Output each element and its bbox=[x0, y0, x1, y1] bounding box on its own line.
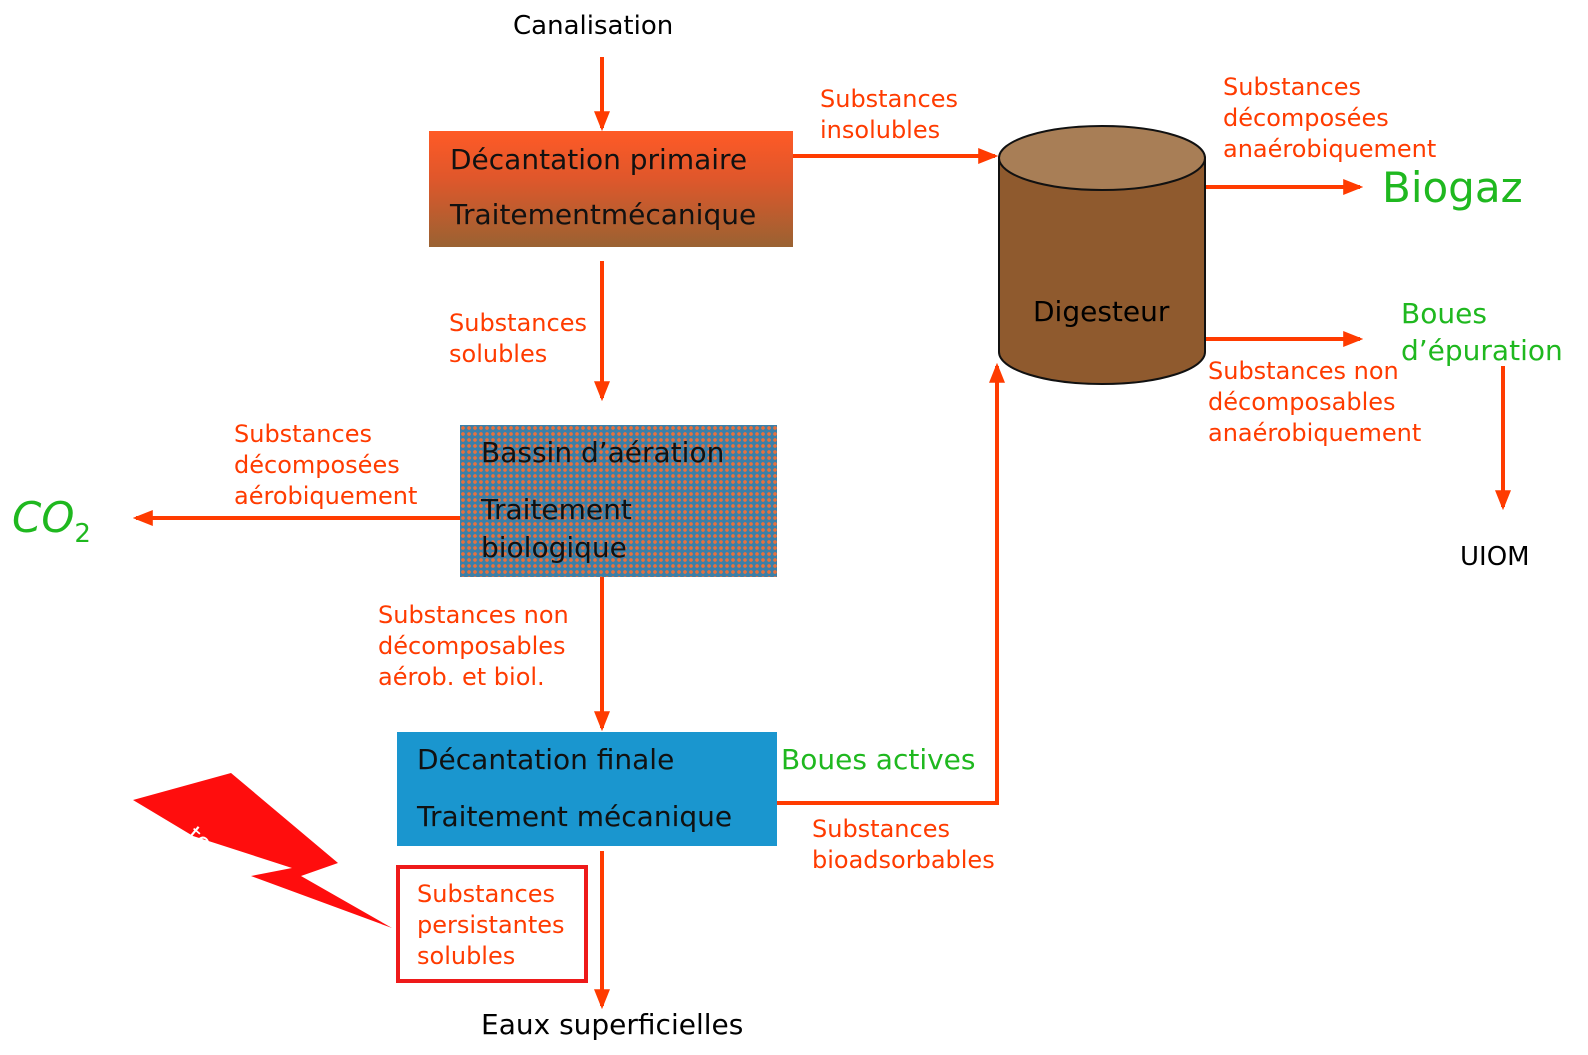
primary-settling-box: Décantation primaire Traitementmécanique bbox=[429, 131, 793, 247]
primary-settling-title: Décantation primaire bbox=[450, 143, 748, 176]
digester-cylinder bbox=[998, 125, 1206, 385]
uiom-label: UIOM bbox=[1460, 542, 1530, 572]
primary-settling-subtitle: Traitementmécanique bbox=[450, 198, 757, 231]
toxiques-lightning-bolt bbox=[133, 773, 392, 928]
boues-actives-label: Boues actives bbox=[781, 743, 976, 776]
canalisation-label: Canalisation bbox=[513, 11, 674, 41]
co2-base: CO bbox=[12, 493, 75, 542]
arrow-final-to-digester bbox=[777, 362, 1005, 805]
aeration-basin-title: Bassin d’aération bbox=[481, 436, 725, 469]
final-settling-title: Décantation finale bbox=[417, 743, 675, 776]
aeration-basin-subtitle-2: biologique bbox=[481, 531, 627, 564]
aeration-basin-subtitle-1: Traitement bbox=[481, 493, 632, 526]
eaux-superficielles-label: Eaux superficielles bbox=[481, 1008, 744, 1041]
aeration-basin-box: Bassin d’aération Traitement biologique bbox=[460, 425, 777, 577]
co2-label: CO2 bbox=[12, 493, 91, 559]
co2-subscript: 2 bbox=[74, 519, 91, 549]
final-settling-subtitle: Traitement mécanique bbox=[417, 800, 733, 833]
biogaz-label: Biogaz bbox=[1382, 163, 1523, 212]
digester-label: Digesteur bbox=[1033, 295, 1170, 328]
final-settling-box: Décantation finale Traitement mécanique bbox=[397, 732, 777, 846]
